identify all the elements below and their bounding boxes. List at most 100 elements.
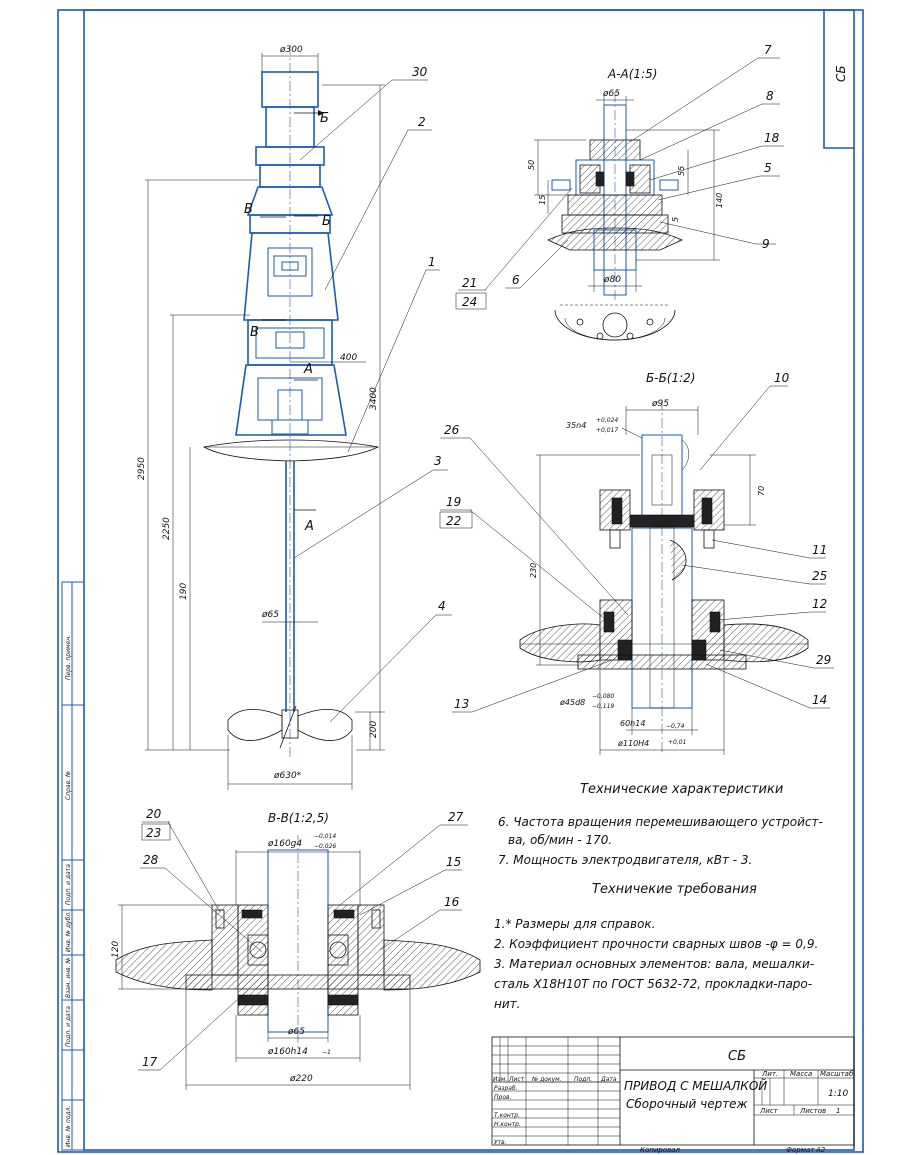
aa-leader-9: 9: [762, 237, 770, 251]
tb-col-podp: Подп.: [574, 1076, 592, 1083]
bb-fit-35-lo: +0,017: [596, 427, 618, 434]
main-leader-2: 2: [418, 115, 426, 129]
tech-reqs-title: Техничекие требования: [592, 882, 757, 897]
bb-title: Б-Б(1:2): [646, 371, 695, 385]
vv-leader-23: 23: [146, 826, 161, 840]
side-label-5: Взам. инв. №: [65, 957, 72, 998]
tech-reqs-line-4: сталь Х18Н10Т по ГОСТ 5632-72, прокладки…: [494, 977, 812, 991]
main-leader-1: 1: [428, 255, 436, 269]
aa-dim-140: 140: [715, 193, 724, 208]
side-label-2: Справ. №: [65, 771, 72, 800]
tb-col-lit: Лит.: [761, 1070, 778, 1078]
tb-role-2: Пров.: [494, 1094, 512, 1101]
main-leader-30: 30: [412, 65, 428, 79]
tb-code: СБ: [728, 1049, 746, 1064]
title-block: Изм. Лист № докум. Подп. Дата Разраб. Пр…: [491, 1036, 855, 1154]
aa-dim-50: 50: [527, 160, 536, 170]
tb-col-scale: Масштаб: [820, 1070, 854, 1078]
tb-col-list: Лист: [508, 1076, 525, 1083]
aa-dim-5: 5: [671, 217, 680, 222]
tech-reqs-line-3: 3. Материал основных элементов: вала, ме…: [494, 957, 814, 971]
code-box: СБ: [823, 10, 854, 149]
bb-leader-14: 14: [812, 693, 827, 707]
tb-sheet: Лист: [759, 1107, 779, 1115]
main-leader-3: 3: [434, 454, 442, 468]
bb-leader-26: 26: [444, 423, 460, 437]
bb-fit-45: ø45d8: [559, 698, 585, 707]
vv-fit-top: ø160g4: [267, 839, 302, 849]
tech-requirements: Техничекие требования 1.* Размеры для сп…: [494, 882, 818, 1011]
bb-leader-10: 10: [774, 371, 790, 385]
main-dim-400: 400: [340, 353, 357, 363]
vv-fit-bottom: ø160h14: [267, 1047, 308, 1057]
bb-leader-13: 13: [454, 697, 469, 711]
tb-format: Формат: [786, 1146, 815, 1154]
main-leader-4: 4: [438, 599, 446, 613]
vv-leader-28: 28: [143, 853, 159, 867]
main-view: Б Б В В А А ø300 2950 2250 190 3400: [137, 45, 452, 790]
bb-dim-top: ø95: [651, 399, 669, 409]
tb-role-3: Т.контр.: [494, 1112, 520, 1119]
tech-reqs-line-1: 1.* Размеры для справок.: [494, 917, 655, 931]
aa-leader-8: 8: [766, 89, 774, 103]
vv-dim-220: ø220: [289, 1074, 313, 1084]
main-dim-200: 200: [369, 721, 379, 738]
side-label-6: Подп. и дата: [65, 1006, 72, 1047]
main-dim-top: ø300: [279, 45, 303, 55]
main-dim-shaft: ø65: [261, 610, 279, 620]
aa-dim-55: 55: [677, 166, 686, 176]
tb-sheets: Листов: [799, 1107, 826, 1115]
bb-leader-11: 11: [812, 543, 827, 557]
main-cut-a-top: А: [303, 362, 313, 377]
vv-title: В-В(1:2,5): [268, 811, 329, 825]
vv-leader-15: 15: [446, 855, 461, 869]
bb-fit-110: ø110H4: [617, 739, 649, 748]
aa-leader-5: 5: [764, 161, 772, 175]
aa-dim-top: ø65: [602, 89, 620, 99]
main-dim-impeller: ø630*: [273, 771, 302, 781]
bb-dim-230: 230: [529, 563, 538, 578]
tech-chars-title: Технические характеристики: [580, 782, 783, 797]
bb-fit-110-tol: +0,01: [668, 739, 686, 746]
main-dim-2950: 2950: [137, 457, 147, 480]
inner-frame: [83, 9, 855, 1151]
section-bb: Б-Б(1:2) ø95 35n4 +0,02: [439, 371, 834, 755]
side-label-4: Инв. № дубл.: [65, 911, 72, 952]
tb-scale: 1:10: [828, 1089, 848, 1099]
main-cut-b-bottom: Б: [322, 214, 331, 229]
main-cut-a-bottom: А: [304, 519, 314, 534]
vv-leader-20: 20: [146, 807, 162, 821]
bb-fit-35: 35n4: [566, 421, 586, 430]
bb-leader-29: 29: [816, 653, 831, 667]
bb-leader-12: 12: [812, 597, 827, 611]
section-vv: В-В(1:2,5) ø160g4 −0,014 −0,026 120: [111, 807, 481, 1090]
side-label-7: Инв. № подл.: [65, 1106, 72, 1147]
main-cut-v-bottom: В: [250, 325, 259, 340]
tb-col-doc: № докум.: [531, 1076, 562, 1083]
aa-leader-24: 24: [462, 295, 477, 309]
vv-leader-17: 17: [142, 1055, 158, 1069]
tb-role-4: Н.контр.: [494, 1121, 521, 1128]
tb-name-2: Сборочный чертеж: [626, 1097, 748, 1111]
tb-col-mass: Масса: [790, 1070, 812, 1078]
code-box-label: СБ: [834, 65, 848, 82]
side-label-3: Подп. и дата: [65, 864, 72, 905]
vv-leader-27: 27: [448, 810, 464, 824]
vv-fit-top-lo: −0,026: [314, 843, 336, 850]
tb-role-5: Утв.: [494, 1139, 507, 1146]
aa-leader-18: 18: [764, 131, 780, 145]
main-dim-190: 190: [179, 583, 189, 600]
aa-dim-bottom: ø80: [603, 275, 621, 285]
bb-fit-60-tol: −0,74: [666, 723, 685, 730]
bb-fit-45-up: −0,080: [592, 693, 614, 700]
main-cut-b-top: Б: [320, 111, 329, 126]
tech-characteristics: Технические характеристики 6. Частота вр…: [498, 782, 823, 867]
tb-role-1: Разраб.: [494, 1085, 518, 1092]
tb-col-date: Дата: [600, 1076, 617, 1083]
tb-format-value: А2: [815, 1146, 826, 1154]
vv-fit-top-up: −0,014: [314, 833, 336, 840]
tech-chars-line-3: 7. Мощность электродвигателя, кВт - 3.: [498, 853, 752, 867]
vv-fit-bottom-tol: −1: [322, 1049, 331, 1056]
aa-dim-15: 15: [538, 195, 547, 205]
tb-sheets-count: 1: [836, 1107, 840, 1115]
